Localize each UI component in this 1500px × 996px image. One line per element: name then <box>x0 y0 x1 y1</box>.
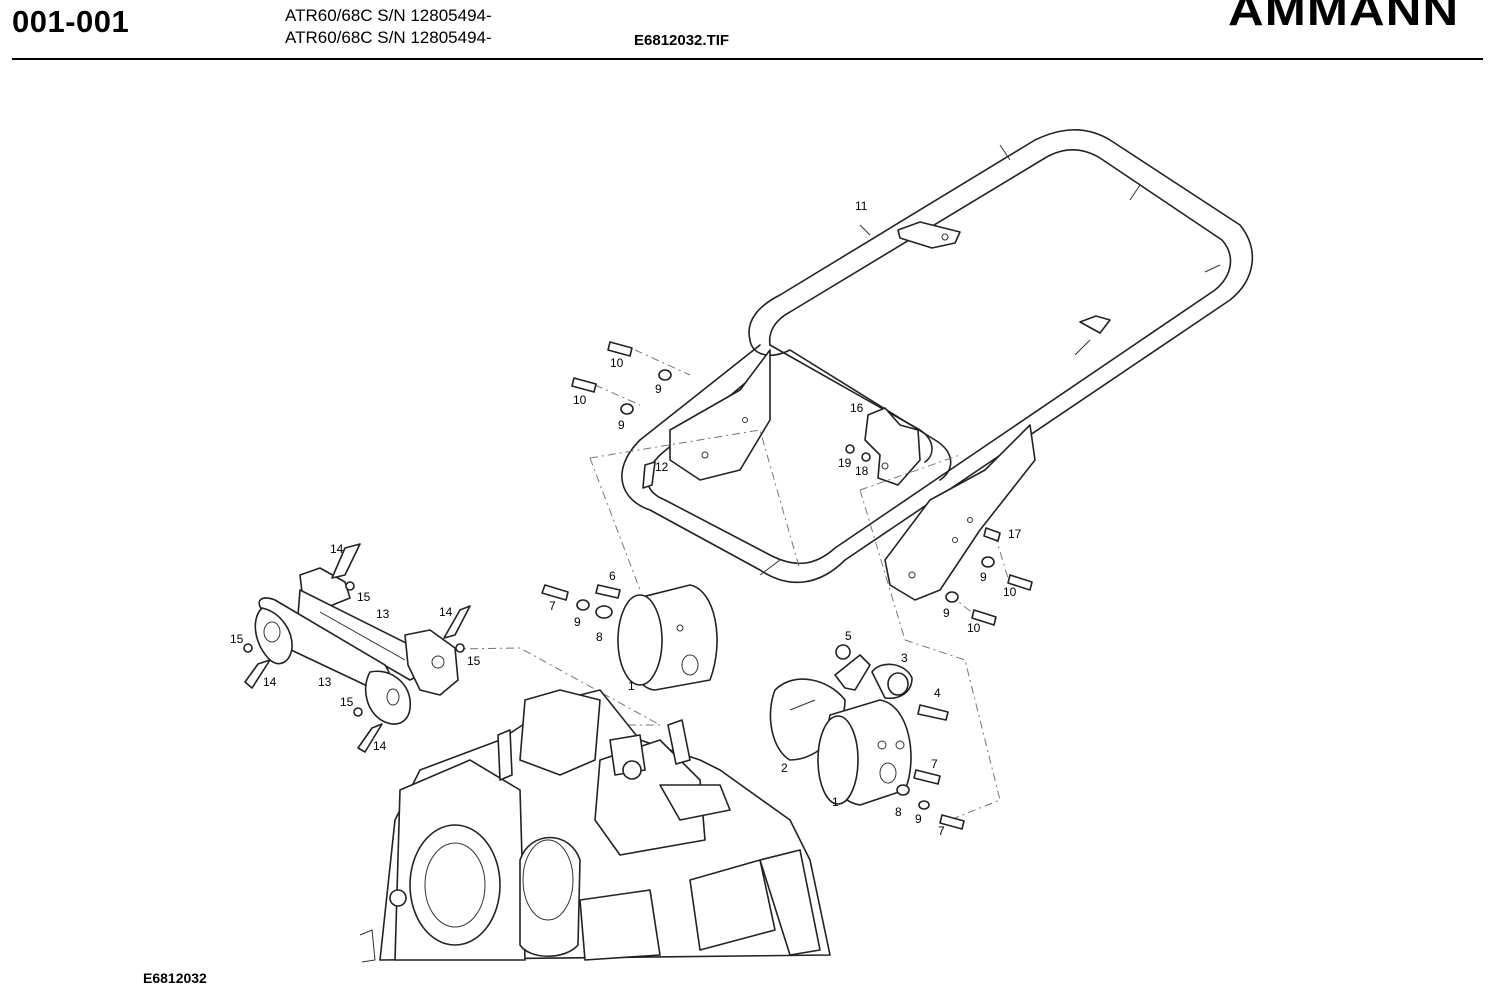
callout-15: 15 <box>340 695 354 709</box>
callout-6: 6 <box>609 569 616 583</box>
callout-9: 9 <box>618 418 625 432</box>
brand-logo: AMMANN <box>1228 0 1460 35</box>
callout-7: 7 <box>549 599 556 613</box>
callout-labels: 11 10 9 10 9 16 19 18 12 17 9 10 9 10 14… <box>230 199 1022 838</box>
callout-8: 8 <box>596 630 603 644</box>
callout-13: 13 <box>376 607 390 621</box>
callout-17: 17 <box>1008 527 1022 541</box>
callout-16: 16 <box>850 401 864 415</box>
callout-9: 9 <box>915 812 922 826</box>
callout-15: 15 <box>467 654 481 668</box>
drawing-code: E6812032 <box>143 970 207 986</box>
callout-7: 7 <box>938 824 945 838</box>
callout-14: 14 <box>330 542 344 556</box>
callout-9: 9 <box>943 606 950 620</box>
callout-18: 18 <box>855 464 869 478</box>
callout-10: 10 <box>1003 585 1017 599</box>
callout-12: 12 <box>655 460 669 474</box>
callout-2: 2 <box>781 761 788 775</box>
callout-10: 10 <box>573 393 587 407</box>
model-serial-line-1: ATR60/68C S/N 12805494- <box>285 6 492 25</box>
callout-13: 13 <box>318 675 332 689</box>
callout-10: 10 <box>610 356 624 370</box>
assembly-guide-lines <box>379 349 1011 821</box>
page-code: 001-001 <box>12 4 130 39</box>
header-divider <box>12 58 1483 60</box>
callout-10: 10 <box>967 621 981 635</box>
model-serial-line-2: ATR60/68C S/N 12805494- <box>285 28 492 47</box>
bracket-part-16 <box>845 407 921 486</box>
callout-7: 7 <box>931 757 938 771</box>
rubber-buffer-upper <box>541 584 718 691</box>
callout-14: 14 <box>263 675 277 689</box>
callout-1: 1 <box>832 795 839 809</box>
callout-15: 15 <box>357 590 371 604</box>
callout-3: 3 <box>901 651 908 665</box>
callout-15: 15 <box>230 632 244 646</box>
callout-9: 9 <box>574 615 581 629</box>
callout-9: 9 <box>980 570 987 584</box>
handle-frame <box>621 129 1254 601</box>
rubber-buffer-lower-assembly <box>769 644 965 830</box>
callout-19: 19 <box>838 456 852 470</box>
callout-4: 4 <box>934 686 941 700</box>
callout-14: 14 <box>439 605 453 619</box>
callout-14: 14 <box>373 739 387 753</box>
machine-body <box>359 689 831 963</box>
image-file-name: E6812032.TIF <box>634 32 730 49</box>
clamp-assembly-parts-13-15 <box>243 543 471 753</box>
callout-5: 5 <box>845 629 852 643</box>
callout-11: 11 <box>855 199 868 213</box>
callout-1: 1 <box>628 679 635 693</box>
callout-9: 9 <box>655 382 662 396</box>
side-bolts-9-10-17 <box>571 341 1033 626</box>
callout-8: 8 <box>895 805 902 819</box>
